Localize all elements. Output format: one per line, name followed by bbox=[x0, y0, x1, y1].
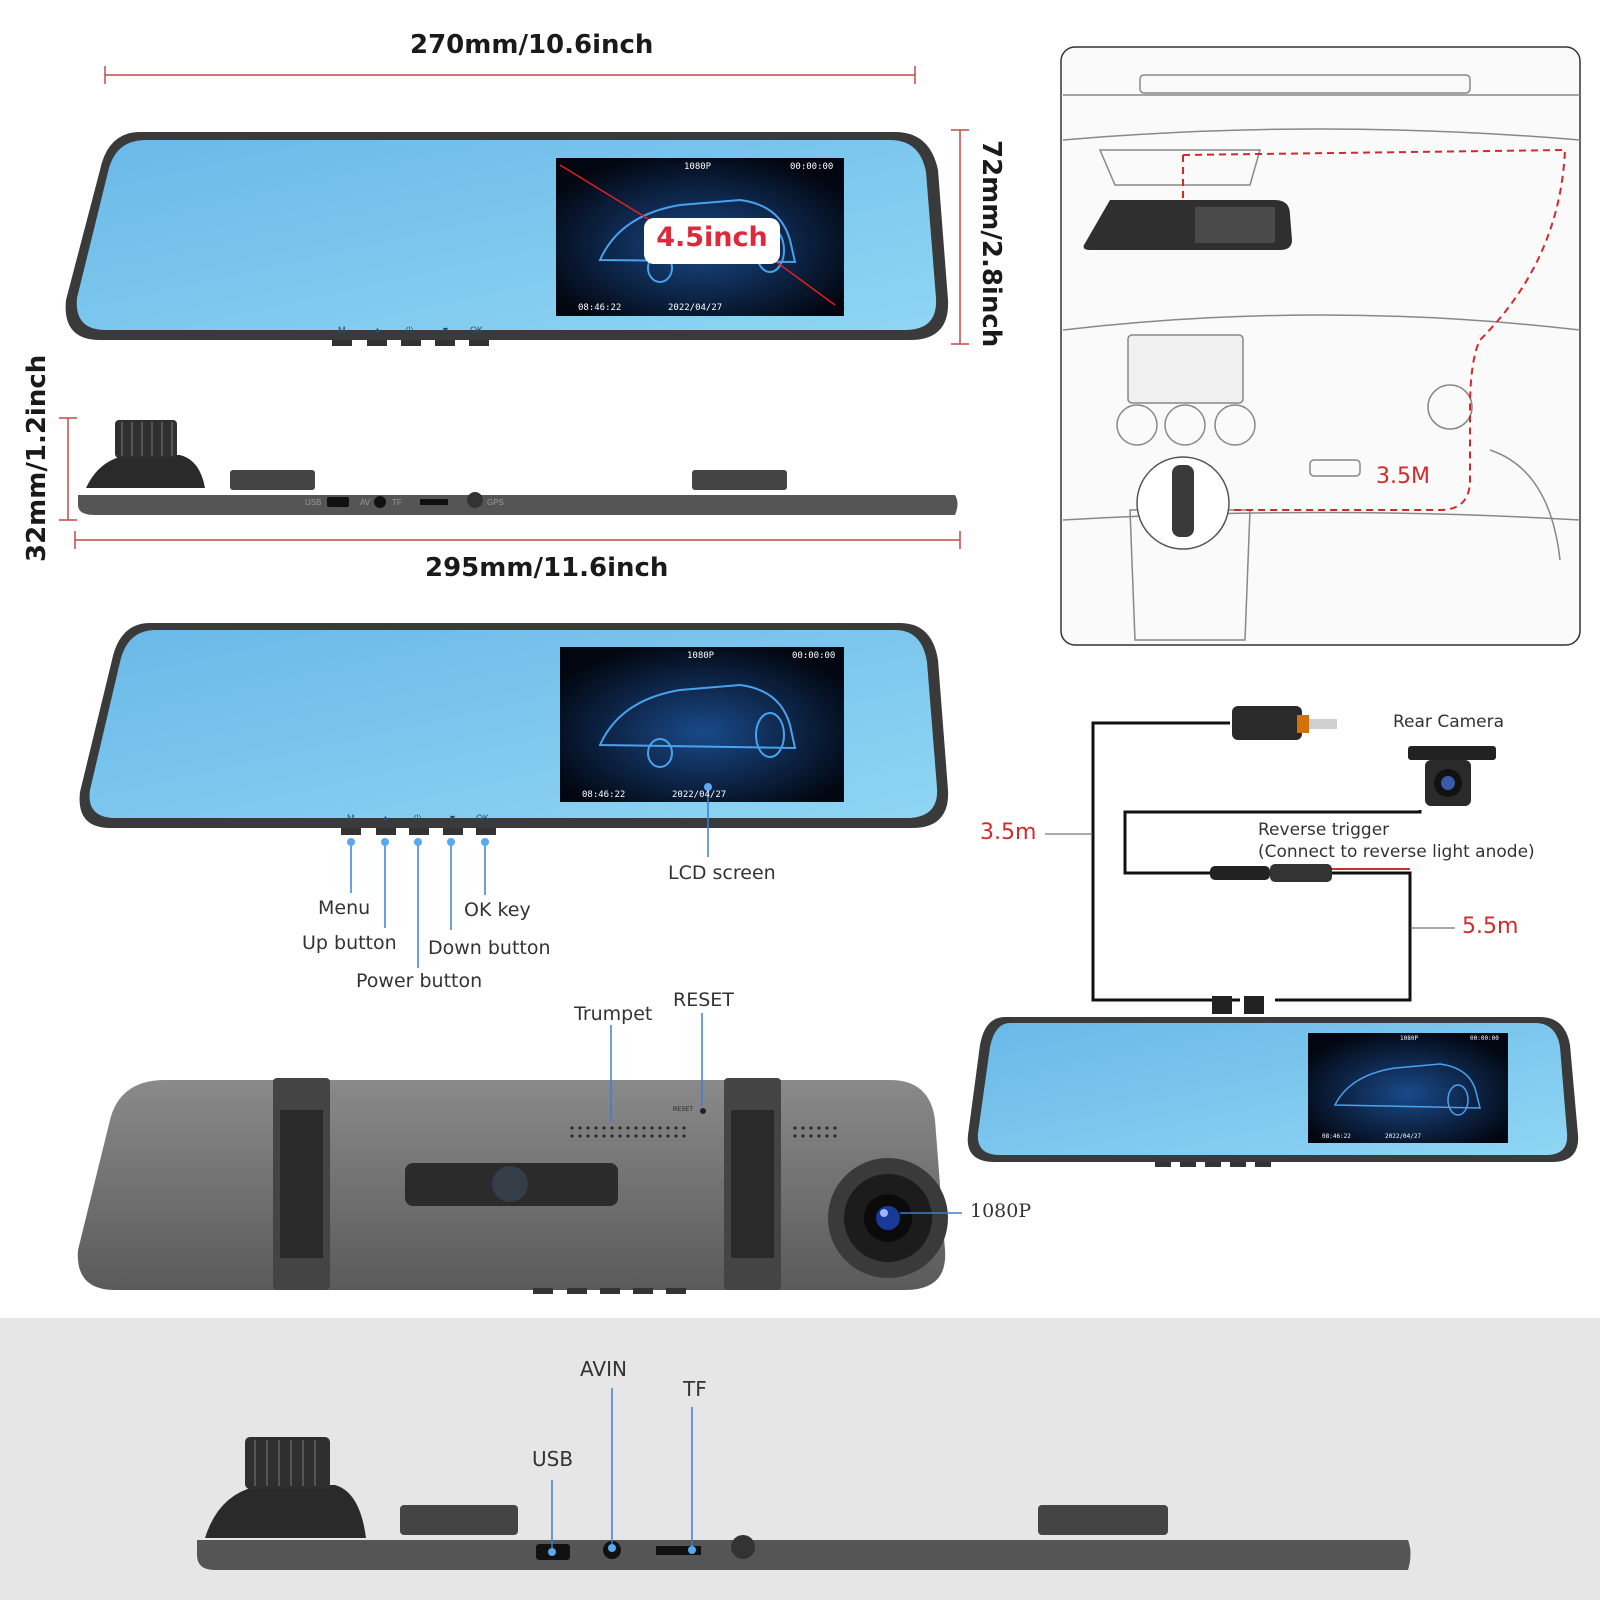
btn-label-m: M bbox=[338, 325, 346, 335]
power-cable-length: 3.5m bbox=[980, 820, 1037, 845]
side-port-gps: GPS bbox=[487, 498, 504, 507]
reset-callout: RESET bbox=[673, 989, 734, 1011]
lcd2-resolution: 1080P bbox=[687, 651, 715, 661]
lcd1-timer: 00:00:00 bbox=[790, 162, 834, 172]
depth-label: 32mm/1.2inch bbox=[22, 354, 52, 562]
bottom-width-label: 295mm/11.6inch bbox=[425, 553, 669, 583]
reverse-trigger-label: Reverse trigger bbox=[1258, 820, 1390, 840]
lcd2-date: 2022/04/27 bbox=[672, 790, 727, 800]
btn-label-down: ▼ bbox=[441, 325, 450, 335]
lcd3-clock: 08:46:22 bbox=[1322, 1133, 1351, 1140]
btn-label-ok: OK bbox=[470, 325, 484, 335]
bottom-band bbox=[0, 1318, 1600, 1600]
lcd1-resolution: 1080P bbox=[684, 162, 712, 172]
lcd3-timer: 00:00:00 bbox=[1470, 1035, 1499, 1042]
lcd1-clock: 08:46:22 bbox=[578, 303, 622, 313]
btn-label-power: ⏻ bbox=[406, 325, 414, 335]
rear-camera-label: Rear Camera bbox=[1393, 712, 1505, 732]
tf-callout: TF bbox=[683, 1377, 707, 1401]
side-port-tf: TF bbox=[392, 498, 402, 507]
usb-callout: USB bbox=[532, 1447, 574, 1471]
side-port-av: AV bbox=[360, 498, 371, 507]
ok-key-callout: OK key bbox=[464, 899, 531, 921]
camera-1080p-callout: 1080P bbox=[970, 1200, 1032, 1222]
up-button-callout: Up button bbox=[302, 932, 397, 954]
btn2-label-ok: OK bbox=[476, 813, 490, 823]
btn2-label-m: M bbox=[347, 813, 355, 823]
side-port-usb: USB bbox=[305, 498, 322, 507]
lcd2-timer: 00:00:00 bbox=[792, 651, 836, 661]
lcd2-clock: 08:46:22 bbox=[582, 790, 626, 800]
rear-cable-length: 5.5m bbox=[1462, 914, 1519, 939]
lcd1-date: 2022/04/27 bbox=[668, 303, 723, 313]
screen-size-badge: 4.5inch bbox=[656, 222, 768, 253]
reset-small-label: RESET bbox=[673, 1107, 694, 1113]
btn-label-up: ▲ bbox=[373, 325, 382, 335]
down-button-callout: Down button bbox=[428, 937, 551, 959]
menu-callout: Menu bbox=[318, 897, 371, 919]
avin-callout: AVIN bbox=[580, 1357, 627, 1381]
lcd3-date: 2022/04/27 bbox=[1385, 1133, 1422, 1140]
height-label: 72mm/2.8inch bbox=[976, 140, 1006, 348]
btn2-label-down: ▼ bbox=[448, 813, 457, 823]
top-width-label: 270mm/10.6inch bbox=[410, 30, 654, 60]
lcd-screen-callout: LCD screen bbox=[668, 862, 776, 884]
dash-cable-length: 3.5M bbox=[1376, 464, 1430, 489]
btn2-label-power: ⏻ bbox=[414, 813, 422, 823]
lcd3-resolution: 1080P bbox=[1400, 1035, 1419, 1042]
reverse-note-label: (Connect to reverse light anode) bbox=[1258, 842, 1535, 862]
trumpet-callout: Trumpet bbox=[574, 1003, 653, 1025]
power-button-callout: Power button bbox=[356, 970, 483, 992]
btn2-label-up: ▲ bbox=[381, 813, 390, 823]
